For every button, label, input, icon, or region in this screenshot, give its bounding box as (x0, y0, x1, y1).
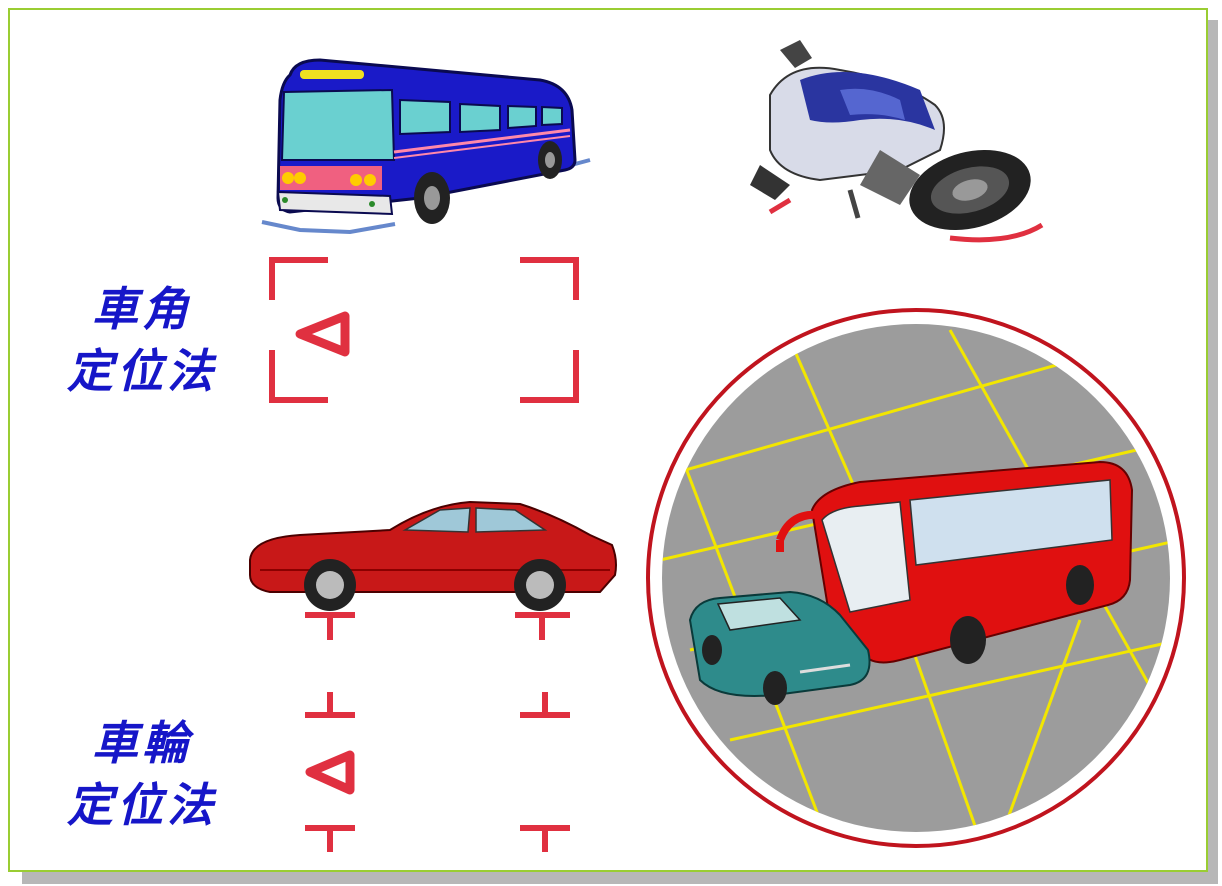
corner-method-label: 車角 定位法 (52, 278, 232, 402)
wheel-method-line1: 車輪 (92, 716, 192, 770)
corner-triangle-marker (295, 311, 350, 357)
blue-bus-icon (261, 58, 591, 235)
wheel-method-line2: 定位法 (67, 778, 217, 832)
wheel-markers (305, 612, 570, 852)
wheel-method-label: 車輪 定位法 (52, 712, 232, 836)
corner-method-line1: 車角 (92, 282, 192, 336)
wheel-triangle-marker (305, 750, 355, 795)
parking-scene-icon (646, 308, 1186, 848)
corner-method-line2: 定位法 (67, 344, 217, 398)
corner-markers (269, 257, 579, 403)
fallen-motorcycle-icon (750, 40, 1044, 243)
red-sports-car-icon (249, 500, 617, 611)
